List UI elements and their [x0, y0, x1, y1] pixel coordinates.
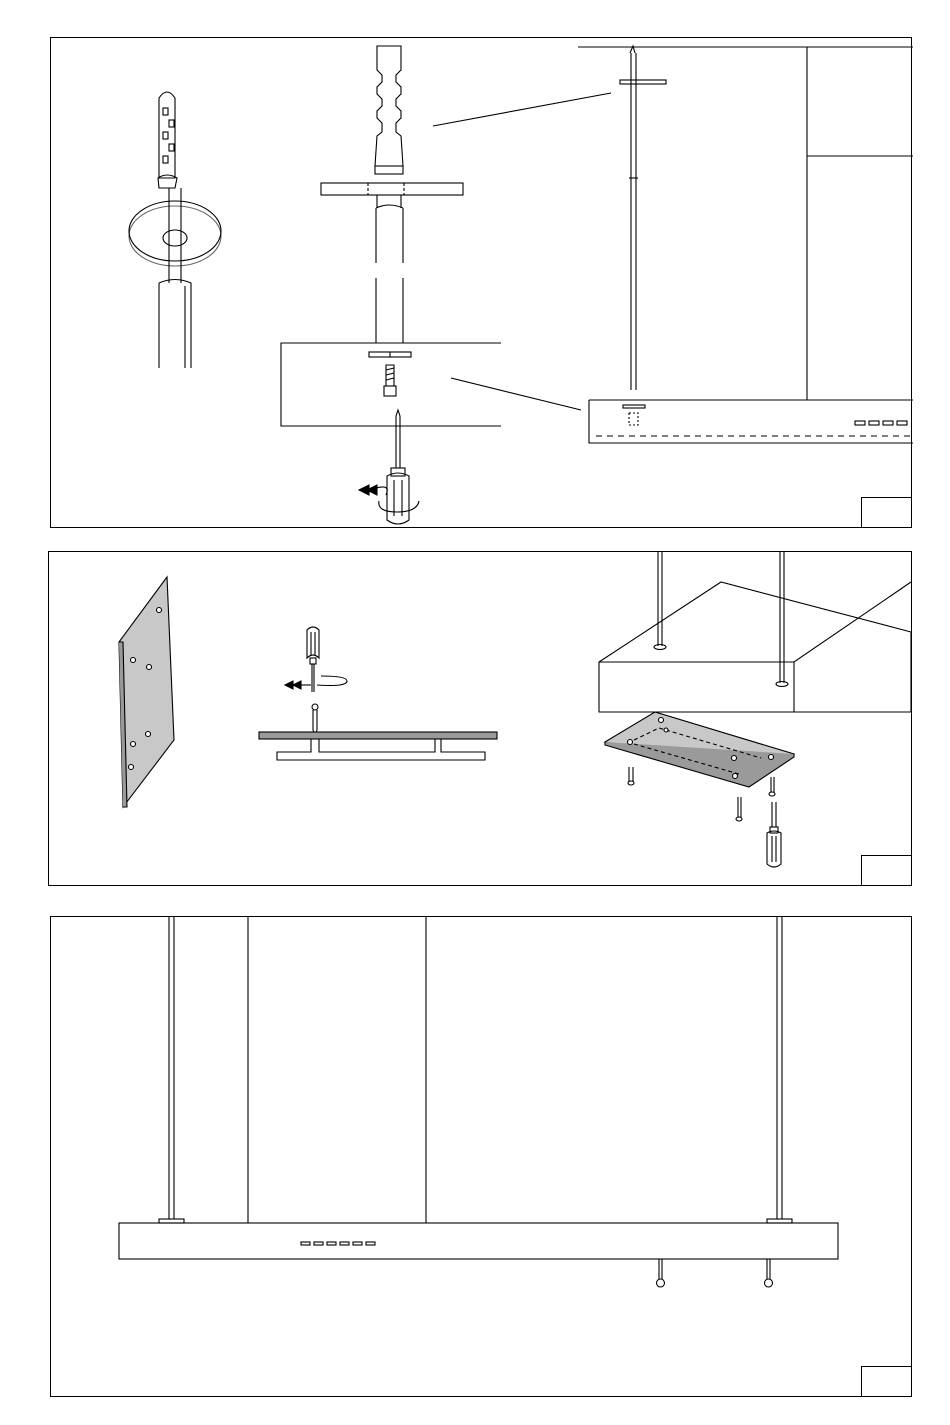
ceiling-wall-outline	[578, 47, 913, 400]
hanging-rod-left	[159, 917, 184, 1223]
ceiling-section	[281, 343, 501, 426]
screw-icon	[312, 704, 318, 735]
mounting-plate-side	[321, 183, 463, 195]
screwdriver-icon	[767, 802, 781, 867]
screwdriver-icon	[387, 410, 409, 524]
step-number-box	[861, 497, 911, 527]
shelf-board-front	[119, 1223, 838, 1259]
shelf-board	[589, 400, 913, 443]
wall-plug-large-icon	[375, 46, 403, 174]
screwdriver-icon	[307, 627, 319, 692]
step-2-panel	[48, 551, 912, 886]
leader-line-bottom	[451, 378, 581, 410]
rosette-detail	[129, 188, 221, 283]
bracket-side-view	[277, 739, 485, 760]
step-3-illustration	[51, 917, 913, 1398]
step-1-illustration	[51, 38, 913, 529]
step-3-panel	[50, 916, 912, 1397]
rod-detail	[159, 280, 191, 369]
background-wall-lines	[248, 917, 426, 1223]
rotate-ccw-arrow-icon	[376, 487, 419, 512]
hanging-rod	[620, 46, 666, 390]
rotate-ccw-arrow-icon	[299, 676, 347, 686]
screw-icon	[384, 365, 396, 396]
plate-side-view	[259, 732, 497, 739]
leader-line-top	[433, 93, 611, 126]
wall-plug-icon	[158, 92, 177, 188]
step-1-panel	[50, 37, 912, 528]
step-number-box	[861, 855, 911, 885]
cable-ends	[657, 1259, 773, 1287]
step-2-illustration	[49, 552, 913, 887]
shelf-board-perspective	[599, 582, 911, 712]
hanging-rod-right	[767, 917, 792, 1223]
step-number-box	[861, 1366, 911, 1396]
mounting-plate-perspective	[119, 577, 174, 807]
support-tube	[376, 195, 403, 343]
